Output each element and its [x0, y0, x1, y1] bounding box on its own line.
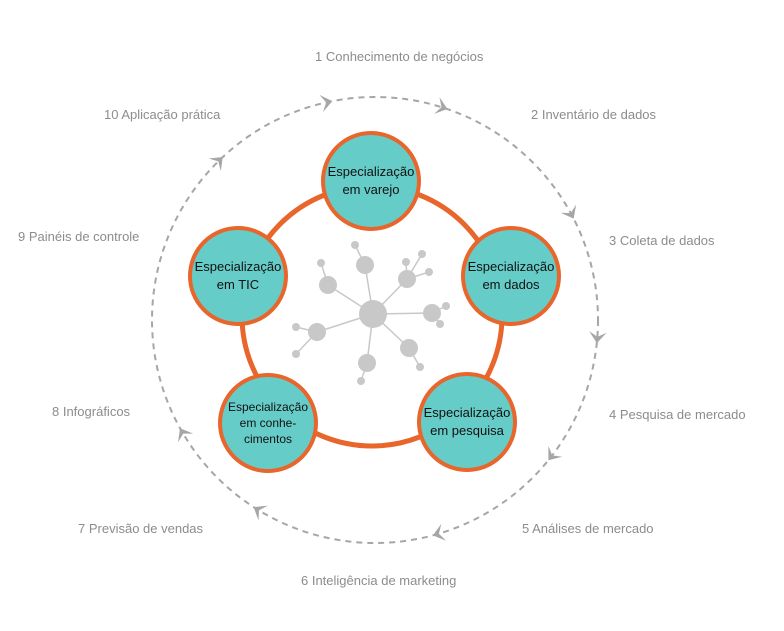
chevron-arrow-icon: [208, 156, 223, 172]
node-label-line2: em conhe-: [239, 416, 297, 430]
step-label-6: 6 Inteligência de marketing: [301, 573, 457, 588]
node-label-line1: Especialização: [194, 259, 282, 274]
chevron-arrow-icon: [434, 97, 448, 114]
node-label-line1: Especialização: [227, 400, 309, 414]
node-label-line2: em varejo: [342, 182, 400, 197]
node-label-line2: em TIC: [216, 277, 260, 292]
chevron-arrow-icon: [560, 204, 577, 219]
step-label-7: 7 Previsão de vendas: [78, 521, 204, 536]
node-knowledge-specialization: Especialização em conhe-cimentos: [218, 373, 318, 473]
node-label-line2: em pesquisa: [430, 423, 504, 438]
node-retail-specialization: Especialização em varejo: [321, 131, 421, 231]
step-label-5: 5 Análises de mercado: [522, 521, 654, 536]
step-label-9: 9 Painéis de controle: [18, 229, 140, 244]
node-label-line1: Especialização: [467, 259, 555, 274]
chevron-arrow-icon: [589, 331, 607, 344]
step-label-3: 3 Coleta de dados: [609, 233, 715, 248]
chevron-arrow-icon: [319, 94, 333, 113]
step-label-8: 8 Infográficos: [52, 404, 131, 419]
node-label-line2: em dados: [482, 277, 540, 292]
node-label-line3: cimentos: [243, 432, 292, 446]
chevron-arrow-icon: [432, 523, 447, 541]
node-research-specialization: Especialização em pesquisa: [417, 372, 517, 472]
step-label-2: 2 Inventário de dados: [531, 107, 657, 122]
cycle-arrows: [178, 94, 607, 541]
node-ict-specialization: Especialização em TIC: [188, 226, 288, 326]
cycle-path: [151, 96, 599, 544]
node-label-line1: Especialização: [327, 164, 415, 179]
network-graph-icon: [292, 241, 450, 385]
step-label-1: 1 Conhecimento de negócios: [315, 49, 484, 64]
step-label-10: 10 Aplicação prática: [104, 107, 221, 122]
node-data-specialization: Especialização em dados: [461, 226, 561, 326]
step-label-4: 4 Pesquisa de mercado: [609, 407, 746, 422]
node-label-line1: Especialização: [423, 405, 511, 420]
chevron-arrow-icon: [548, 446, 563, 461]
chevron-arrow-icon: [253, 505, 268, 521]
chevron-arrow-icon: [178, 428, 194, 443]
